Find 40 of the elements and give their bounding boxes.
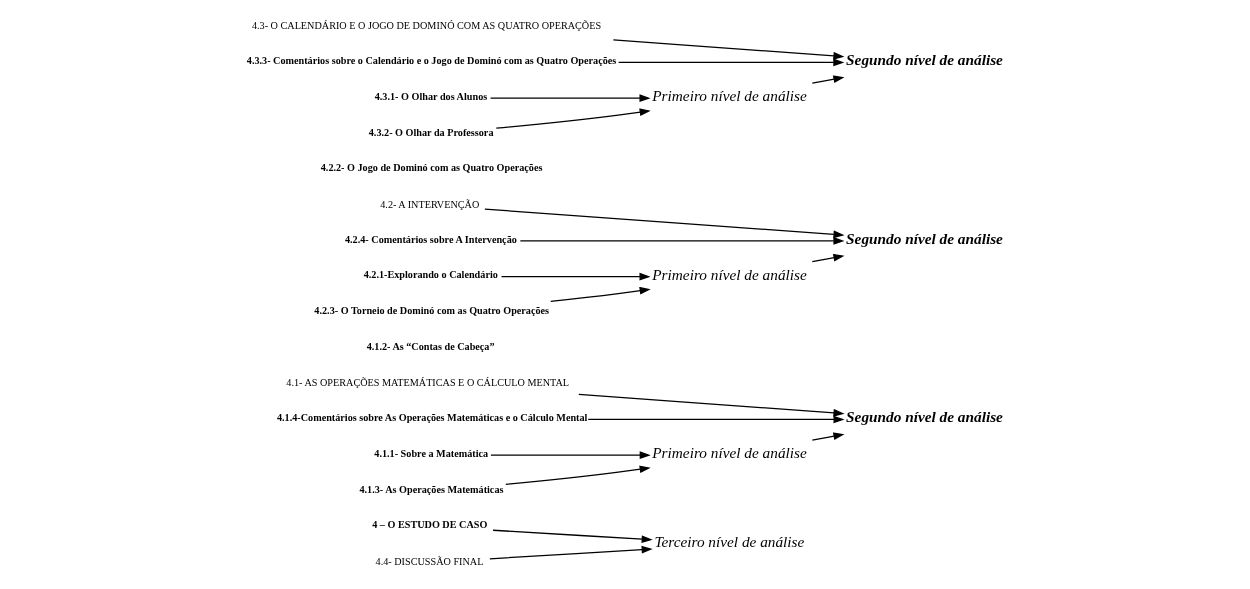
label: 4.2.2- O Jogo de Dominó com as Quatro Operações xyxy=(320,162,542,174)
node-text: 4.2.3- O Torneio de Dominó com as Quatro Operações xyxy=(313,305,549,317)
node-text: Primeiro nível de análise xyxy=(651,87,807,105)
node-text: Primeiro nível de análise xyxy=(651,265,807,283)
arrow xyxy=(617,58,844,67)
node-text: 4.4- DISCUSSÃO FINAL xyxy=(375,555,483,567)
arrow xyxy=(612,39,844,60)
arrow xyxy=(549,286,651,302)
arrow xyxy=(811,75,844,84)
node-text: 4.3.1- O Olhar dos Alunos xyxy=(374,90,487,102)
node-text: 4.3.3- Comentários sobre o Calendário e o Jogo de Dominó com as Quatro Operações xyxy=(246,55,616,67)
arrow xyxy=(491,529,653,544)
arrow xyxy=(811,253,844,263)
node-text: 4 – O ESTUDO DE CASO xyxy=(371,519,487,531)
arrow xyxy=(483,208,845,239)
node-text: Terceiro nível de análise xyxy=(653,533,804,551)
node-text: 4.3- O CALENDÁRIO E O JOGO DE DOMINÓ COM AS QUATRO OPERAÇÕES xyxy=(251,20,601,32)
node-text: 4.3.2- O Olhar da Professora xyxy=(368,126,493,138)
node-text: 4.1.4-Comentários sobre As Operações Matemáticas e o Cálculo Mental xyxy=(276,412,587,424)
arrow xyxy=(504,465,651,485)
arrow xyxy=(488,545,653,560)
arrow xyxy=(495,108,651,129)
node-text: 4.1.1- Sobre a Matemática xyxy=(373,447,488,459)
node-text: 4.2.4- Comentários sobre A Intervenção xyxy=(344,233,517,245)
arrow xyxy=(489,451,651,460)
arrow xyxy=(500,272,651,281)
node-text: Segundo nível de análise xyxy=(845,51,1003,69)
arrow xyxy=(577,393,845,417)
node-text: 4.1.3- As Operações Matemáticas xyxy=(358,483,503,495)
arrow xyxy=(811,432,844,441)
node-text: 4.2- A INTERVENÇÃO xyxy=(379,198,479,210)
arrow xyxy=(519,237,844,245)
node-text: Segundo nível de análise xyxy=(845,229,1003,247)
label: 4.1.2- As “Contas de Cabeça” xyxy=(366,340,495,352)
node-text: 4.2.1-Explorando o Calendário xyxy=(363,269,498,281)
arrow xyxy=(489,94,651,102)
node-text: 4.1- AS OPERAÇÕES MATEMÁTICAS E O CÁLCULO MENTAL xyxy=(285,377,569,389)
node-text: Segundo nível de análise xyxy=(845,408,1003,426)
node-text: Primeiro nível de análise xyxy=(651,444,807,462)
arrow xyxy=(587,415,845,424)
